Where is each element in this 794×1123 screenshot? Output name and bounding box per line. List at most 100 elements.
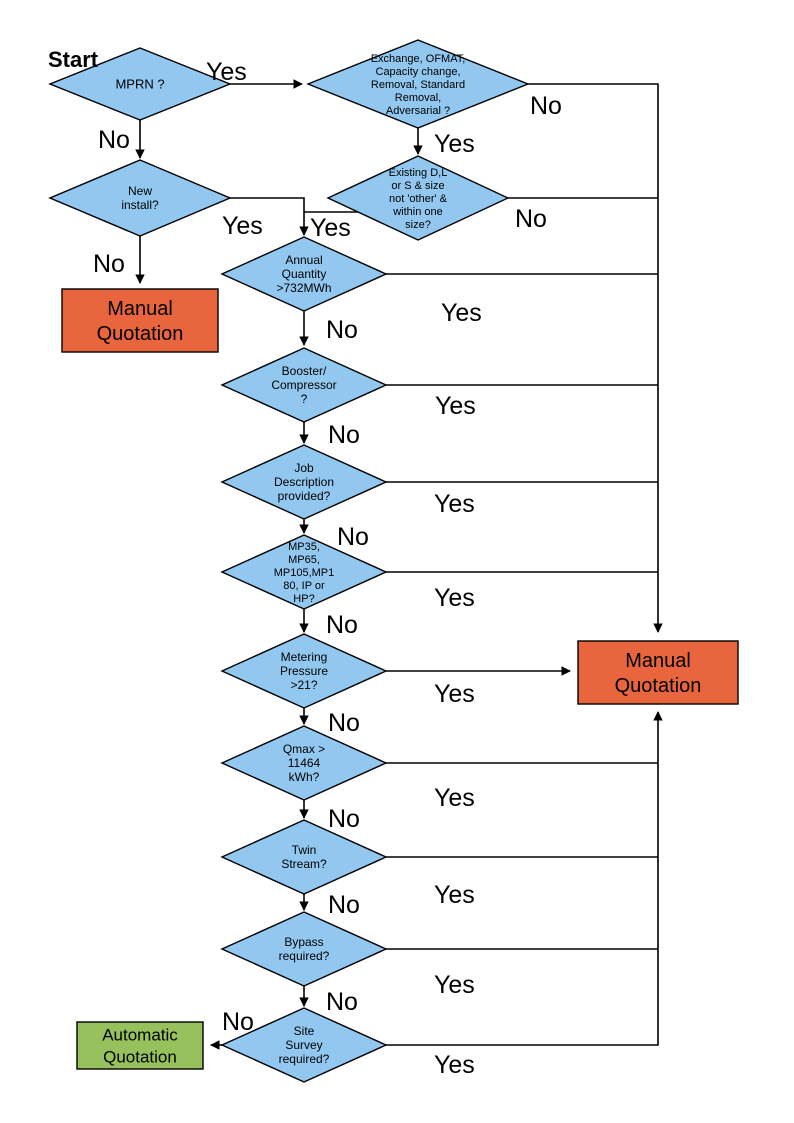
edge-label-annual-yes: Yes [441, 299, 482, 327]
decision-shape [220, 725, 388, 801]
edge-label-metering-yes: Yes [434, 680, 475, 708]
edge-label-mp-yes: Yes [434, 584, 475, 612]
decision-label-line: not 'other' & [389, 193, 448, 205]
decision-label-line: Qmax > [283, 742, 325, 756]
decision-shape [306, 39, 530, 129]
decision-label-line: Description [274, 475, 334, 489]
terminal-label-line: Quotation [615, 675, 702, 697]
decision-label-line: Job [294, 461, 314, 475]
decision-booster-compressor[interactable]: Booster/Compressor? [220, 347, 388, 423]
edge-label-job-no: No [337, 523, 369, 551]
terminal-shape [76, 1021, 204, 1070]
decision-label-line: New [128, 184, 152, 198]
shape-layer: MPRN ?Exchange, OFMAT,Capacity change,Re… [48, 39, 739, 1083]
terminal-label-line: Quotation [97, 323, 184, 345]
decision-shape [48, 159, 232, 237]
decision-label-line: Adversarial ? [386, 105, 450, 117]
decision-label-line: Site [294, 1024, 315, 1038]
decision-label-line: >21? [290, 678, 317, 692]
decision-shape [220, 633, 388, 709]
decision-label-line: Removal, [395, 92, 441, 104]
decision-label-line: provided? [278, 489, 331, 503]
decision-label-line: Annual [285, 253, 322, 267]
edge-label-site-survey-no: No [222, 1008, 254, 1036]
edge-exchange-no [528, 83, 663, 633]
decision-label-line: Removal, Standard [371, 79, 465, 91]
terminal-label-line: Manual [625, 650, 691, 672]
edge-site-survey-yes [386, 711, 663, 1046]
decision-label-line: Stream? [281, 857, 327, 871]
decision-label-line: Capacity change, [376, 66, 461, 78]
decision-label-line: Survey [285, 1038, 322, 1052]
terminal-label-line: Quotation [103, 1047, 177, 1066]
edge-label-bypass-no: No [326, 988, 358, 1016]
decision-shape [220, 444, 388, 520]
edge-label-mprn-no: No [98, 126, 130, 154]
edge-label-existing-yes: Yes [310, 214, 351, 242]
decision-label-line: Compressor [271, 378, 336, 392]
edge-label-exchange-yes: Yes [434, 130, 475, 158]
decision-mprn[interactable]: MPRN ? [48, 47, 232, 121]
terminal-shape [577, 640, 739, 705]
decision-label-line: 80, IP or [283, 580, 325, 592]
edge-label-exchange-no: No [530, 92, 562, 120]
decision-label-line: within one [392, 206, 443, 218]
terminal-label-line: Automatic [102, 1025, 178, 1044]
decision-shape [326, 155, 510, 241]
edge-label-mp-no: No [326, 611, 358, 639]
edge-label-annual-no: No [326, 316, 358, 344]
decision-label-line: MPRN ? [115, 77, 164, 92]
terminal-shape [61, 288, 219, 353]
edge-label-twin-no: No [328, 891, 360, 919]
decision-label-line: ? [301, 392, 308, 406]
edge-label-new-install-yes: Yes [222, 212, 263, 240]
start-label: Start [48, 47, 99, 72]
edge-label-mprn-yes: Yes [206, 58, 247, 86]
edge-label-booster-no: No [328, 421, 360, 449]
decision-label-line: Existing D,L [389, 167, 448, 179]
decision-label-line: size? [405, 219, 431, 231]
decision-label-line: Twin [292, 843, 317, 857]
edge-label-metering-no: No [328, 709, 360, 737]
edge-label-booster-yes: Yes [435, 392, 476, 420]
decision-shape [220, 534, 388, 610]
decision-exchange[interactable]: Exchange, OFMAT,Capacity change,Removal,… [306, 39, 530, 129]
decision-shape [48, 47, 232, 121]
connector-layer [135, 79, 663, 1050]
edge-label-qmax-yes: Yes [434, 784, 475, 812]
decision-label-line: HP? [293, 593, 314, 605]
decision-shape [220, 911, 388, 987]
decision-shape [220, 236, 388, 312]
decision-label-line: >732MWh [276, 281, 331, 295]
edge-label-bypass-yes: Yes [434, 971, 475, 999]
edge-label-existing-no: No [515, 205, 547, 233]
decision-label-line: kWh? [289, 770, 320, 784]
decision-label-line: Booster/ [282, 364, 327, 378]
decision-label-line: Bypass [284, 935, 323, 949]
edge-label-site-survey-yes: Yes [434, 1051, 475, 1079]
decision-label-line: MP105,MP1 [274, 567, 335, 579]
decision-label-line: required? [279, 949, 330, 963]
edge-label-qmax-no: No [328, 805, 360, 833]
terminal-label-line: Manual [107, 298, 173, 320]
decision-shape [220, 819, 388, 895]
decision-label-line: MP65, [288, 554, 320, 566]
decision-shape [220, 1007, 388, 1083]
decision-label-line: or S & size [391, 180, 444, 192]
decision-label-line: Quantity [282, 267, 327, 281]
